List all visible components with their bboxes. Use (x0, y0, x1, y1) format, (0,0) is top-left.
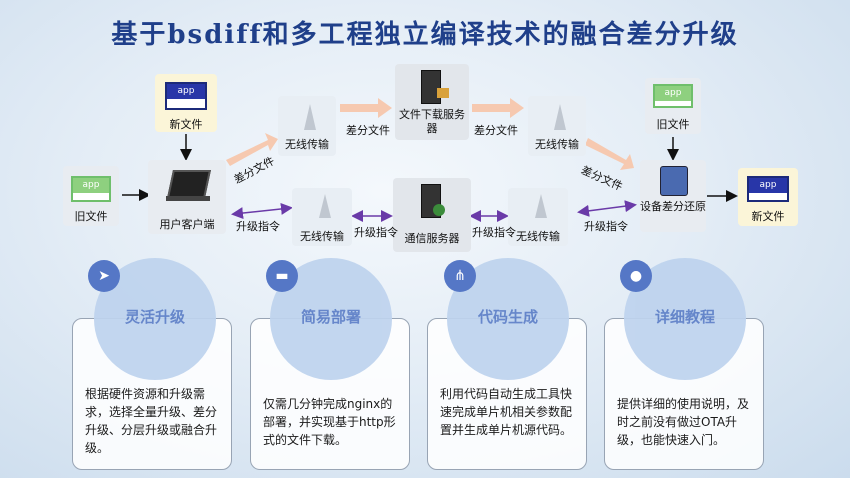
wireless-node-3: 无线传输 (292, 188, 352, 246)
cmd-label-2: 升级指令 (354, 226, 398, 239)
app-icon: app (653, 84, 693, 108)
app-icon: app (747, 176, 789, 202)
diff-arrow-2 (340, 98, 392, 118)
comm-server-node: 通信服务器 (393, 178, 471, 252)
user-client-node: 用户客户端 (148, 160, 226, 234)
wireless-node-1: 无线传输 (278, 96, 336, 156)
new-file-top-node: app 新文件 (155, 74, 217, 132)
diff-label-2: 差分文件 (346, 124, 390, 137)
new-file-right-node: app 新文件 (738, 168, 798, 226)
network-icon: ⋔ (444, 260, 476, 292)
old-file-right-node: app 旧文件 (645, 78, 701, 134)
old-file-left-node: app 旧文件 (63, 166, 119, 226)
device-restore-node: 设备差分还原 (640, 160, 706, 232)
cmd-label-3: 升级指令 (472, 226, 516, 239)
cmd-label-1: 升级指令 (236, 220, 280, 233)
antenna-icon (319, 194, 331, 218)
paper-plane-icon: ➤ (88, 260, 120, 292)
diff-arrow-3 (472, 98, 524, 118)
app-icon: app (71, 176, 111, 202)
server-icon (421, 70, 441, 104)
diff-arrow-4 (585, 138, 634, 170)
page-title: 基于bsdiff和多工程独立编译技术的融合差分升级 (111, 20, 739, 50)
laptop-icon (167, 170, 211, 198)
diff-arrow-1 (226, 133, 278, 166)
cmd-arrow-1 (231, 202, 293, 220)
device-icon (660, 166, 688, 196)
app-icon: app (165, 82, 207, 110)
file-server-node: 文件下载服务器 (395, 64, 469, 140)
cmd-label-4: 升级指令 (584, 220, 628, 233)
diff-label-3: 差分文件 (474, 124, 518, 137)
antenna-icon (535, 194, 547, 218)
antenna-icon (304, 104, 316, 130)
card-icon: ▬ (266, 260, 298, 292)
wireless-node-4: 无线传输 (508, 188, 568, 246)
wireless-node-2: 无线传输 (528, 96, 586, 156)
antenna-icon (554, 104, 566, 130)
user-icon: ● (620, 260, 652, 292)
cmd-arrow-4 (577, 200, 637, 217)
